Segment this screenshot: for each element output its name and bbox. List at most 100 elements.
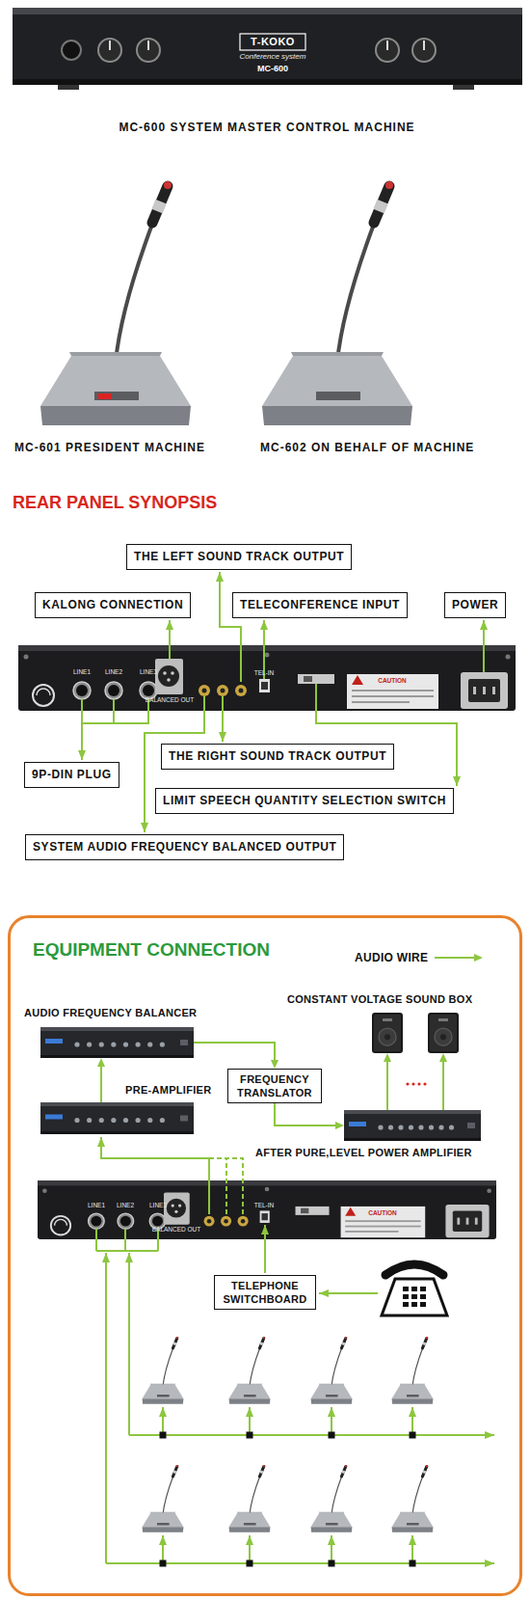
delegate-microphones-part	[142, 1463, 185, 1532]
rack-knob	[86, 1116, 92, 1122]
rack-bottom-edge	[344, 1137, 481, 1140]
callout-box: POWER	[444, 591, 506, 618]
master-control-front-part	[375, 38, 399, 62]
rack-logo	[348, 1120, 367, 1126]
rack-logo	[45, 1113, 63, 1119]
telephone-icon-part	[402, 1293, 409, 1299]
callout-leaders-part	[219, 571, 241, 682]
callout-box: SYSTEM AUDIO FREQUENCY BALANCED OUTPUT	[25, 833, 345, 860]
telephone-icon-part	[411, 1285, 418, 1291]
rack-knob	[438, 1123, 444, 1129]
rear-panel	[37, 1179, 497, 1239]
speaker-dust-cap	[384, 1033, 391, 1039]
callout-text: THE LEFT SOUND TRACK OUTPUT	[133, 544, 345, 568]
callout-text: THE RIGHT SOUND TRACK OUTPUT	[168, 743, 387, 768]
connector-arrowhead	[335, 1120, 345, 1129]
rack-knob	[99, 1040, 105, 1046]
legend-entry: AUDIO WIRE	[354, 950, 484, 964]
port-label: BALANCED OUT	[145, 695, 195, 703]
speaker-cone	[378, 1027, 397, 1045]
port-label: LINE1	[87, 1200, 106, 1208]
audio-wires-part	[330, 1534, 333, 1563]
legend-line	[434, 955, 475, 958]
master-control-front	[12, 7, 523, 90]
bus-junctions-part	[246, 1431, 254, 1438]
connector-line	[100, 1065, 103, 1102]
balancer-unit: AUDIO FREQUENCY BALANCER	[40, 1026, 194, 1058]
rack-bottom-edge	[40, 1130, 194, 1134]
speaker-ellipsis-dots-part	[405, 1081, 409, 1085]
callout-text: TELECONFERENCE INPUT	[239, 592, 400, 616]
speaker-dust-cap	[440, 1033, 447, 1039]
legend-label: AUDIO WIRE	[354, 950, 428, 964]
rack-unit-art	[40, 1101, 194, 1134]
telephone-icon-part	[411, 1293, 418, 1299]
telephone-icon-part	[385, 1263, 444, 1274]
delegate-microphones-part	[229, 1335, 271, 1404]
audio-wires-part	[330, 1405, 333, 1434]
audio-connector	[274, 1102, 345, 1129]
speaker-ellipsis-dots-part	[411, 1081, 415, 1085]
port-label: TEL-IN	[254, 668, 275, 676]
big-microphones-part	[40, 181, 191, 425]
bus-junctions-part	[328, 1559, 336, 1566]
audio-wires-part	[128, 1251, 131, 1434]
rack-body	[40, 1026, 194, 1058]
bus-junctions-part	[409, 1559, 417, 1566]
rack-top-edge	[40, 1101, 194, 1106]
rack-knob	[159, 1116, 165, 1122]
rack-knob	[110, 1040, 116, 1046]
device-label: CONSTANT VOLTAGE SOUND BOX	[287, 992, 473, 1005]
callout-text: KALONG CONNECTION	[42, 592, 184, 616]
delegate-microphones-part	[311, 1335, 353, 1404]
audio-wires-part	[161, 1405, 164, 1434]
audio-wires-part	[161, 1534, 164, 1563]
device-label: PRE-AMPLIFIER	[125, 1083, 212, 1095]
speaker-badge	[382, 1017, 393, 1021]
telephone-icon-part	[402, 1285, 409, 1291]
figure-caption: MC-600 SYSTEM MASTER CONTROL MACHINE	[118, 121, 415, 135]
rack-knob	[135, 1116, 141, 1122]
box-text: FREQUENCY TRANSLATOR	[232, 1071, 318, 1099]
rack-knob	[74, 1116, 80, 1122]
callout-box: LIMIT SPEECH QUANTITY SELECTION SWITCH	[155, 787, 454, 814]
rack-knob	[86, 1040, 92, 1046]
figure-caption: MC-601 PRESIDENT MACHINE	[14, 441, 206, 455]
speaker-front	[373, 1013, 401, 1051]
audio-wires-part	[96, 1227, 159, 1250]
speaker-cabinet	[427, 1011, 459, 1053]
callout-leaders-part	[221, 695, 224, 742]
rack-top-edge	[344, 1109, 481, 1113]
master-control-front-part	[57, 84, 80, 90]
rack-body	[40, 1101, 194, 1134]
master-control-front-part	[239, 33, 306, 51]
audio-connector	[383, 1052, 448, 1110]
telephone-icon-part	[420, 1285, 426, 1291]
callout-box: 9P-DIN PLUG	[24, 761, 120, 788]
audio-wires-part	[411, 1534, 414, 1563]
rack-knob	[123, 1040, 129, 1046]
process-box: FREQUENCY TRANSLATOR	[227, 1067, 322, 1103]
callout-box: THE LEFT SOUND TRACK OUTPUT	[126, 543, 352, 570]
callout-leaders-part	[80, 698, 83, 760]
audio-wires-part	[209, 1157, 243, 1214]
delegate-microphones	[142, 1335, 434, 1532]
speaker-front	[429, 1013, 457, 1051]
connector-arrowhead	[97, 1057, 106, 1066]
delegate-microphones-part	[311, 1463, 353, 1532]
telephone-icon-part	[381, 1277, 448, 1315]
brand-logo: T-KOKO	[250, 35, 295, 49]
process-box: TELEPHONE SWITCHBOARD	[213, 1273, 317, 1309]
audio-connector	[97, 1057, 106, 1102]
telephone-icon-part	[420, 1293, 426, 1299]
section-frame: EQUIPMENT CONNECTION AUDIO FREQUENCY BALA…	[7, 914, 523, 1595]
delegate-microphones-part	[229, 1463, 271, 1532]
device-label: AUDIO FREQUENCY BALANCER	[24, 1006, 197, 1018]
master-control-front-part	[12, 79, 523, 85]
rack-knob	[147, 1116, 153, 1122]
preamp-unit: PRE-AMPLIFIER	[40, 1101, 194, 1134]
rack-knob	[135, 1040, 141, 1046]
port-label: LINE1	[73, 667, 91, 675]
section-title: EQUIPMENT CONNECTION	[32, 938, 270, 960]
rack-knob	[418, 1123, 424, 1129]
